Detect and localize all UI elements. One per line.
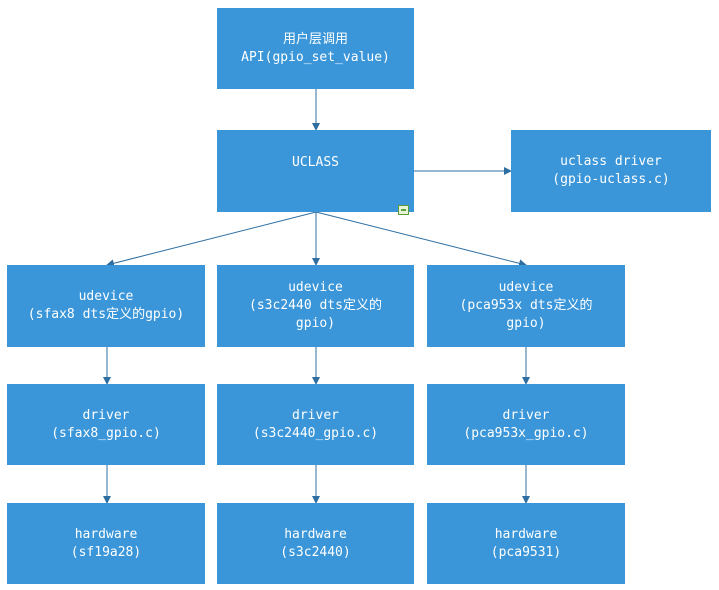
udevice-node-1[interactable]: udevice (sfax8 dts定义的gpio)	[7, 265, 205, 347]
hardware-1-line2: (sf19a28)	[70, 544, 142, 560]
udevice-3-line2: (pca953x dts定义的	[459, 298, 593, 313]
uclass-driver-line1: uclass driver	[560, 154, 662, 169]
edge-uclass-to-udevice-1	[106, 211, 317, 268]
driver-node-3[interactable]: driver (pca953x_gpio.c)	[427, 384, 625, 465]
driver-3-line1: driver	[502, 407, 550, 423]
hardware-node-1[interactable]: hardware (sf19a28)	[7, 503, 205, 584]
udevice-3-line3: gpio)	[506, 316, 546, 331]
api-node[interactable]: 用户层调用 API(gpio_set_value)	[217, 8, 414, 89]
driver-1-line2: (sfax8_gpio.c)	[51, 425, 161, 441]
uclass-node[interactable]: UCLASS	[217, 130, 414, 212]
hardware-2-line2: (s3c2440)	[280, 544, 351, 560]
api-node-line1: 用户层调用	[282, 31, 348, 47]
udevice-2-line3: gpio)	[295, 316, 336, 331]
udevice-3-line1: udevice	[498, 280, 554, 295]
hardware-3-line2: (pca9531)	[490, 544, 562, 560]
udevice-1-line2: (sfax8 dts定义的gpio)	[27, 307, 185, 322]
hardware-node-3[interactable]: hardware (pca9531)	[427, 503, 625, 584]
uclass-node-label: UCLASS	[292, 155, 339, 170]
hardware-2-line1: hardware	[284, 526, 347, 542]
udevice-node-2[interactable]: udevice (s3c2440 dts定义的 gpio)	[217, 265, 414, 347]
hardware-3-line1: hardware	[494, 526, 558, 542]
driver-3-line2: (pca953x_gpio.c)	[463, 425, 589, 441]
uclass-driver-node[interactable]: uclass driver (gpio-uclass.c)	[511, 130, 711, 212]
udevice-node-3[interactable]: udevice (pca953x dts定义的 gpio)	[427, 265, 625, 347]
uclass-driver-line2: (gpio-uclass.c)	[552, 172, 670, 187]
hardware-node-2[interactable]: hardware (s3c2440)	[217, 503, 414, 584]
udevice-2-line2: (s3c2440 dts定义的	[249, 298, 382, 313]
driver-2-line1: driver	[292, 407, 339, 423]
udevice-2-line1: udevice	[288, 280, 343, 295]
edge-uclass-to-udevice-3	[315, 211, 527, 268]
driver-2-line2: (s3c2440_gpio.c)	[252, 425, 379, 441]
hardware-1-line1: hardware	[74, 526, 138, 542]
udevice-1-line1: udevice	[78, 289, 134, 304]
driver-1-line1: driver	[82, 407, 130, 423]
api-node-line2: API(gpio_set_value)	[241, 49, 390, 65]
driver-node-1[interactable]: driver (sfax8_gpio.c)	[7, 384, 205, 465]
driver-node-2[interactable]: driver (s3c2440_gpio.c)	[217, 384, 414, 465]
resize-handle-icon[interactable]	[398, 205, 409, 215]
